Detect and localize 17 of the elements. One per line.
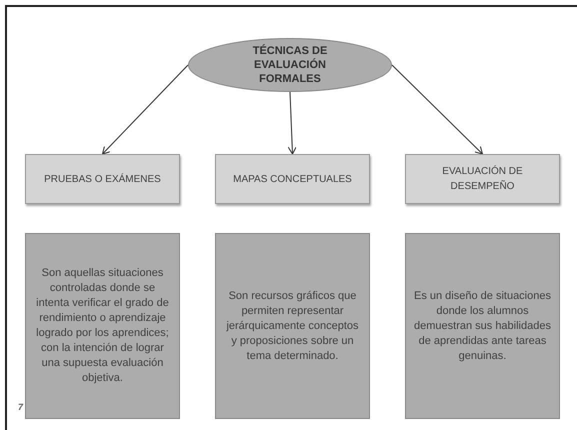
description-box [25, 233, 180, 419]
node-text: MAPAS CONCEPTUALES [233, 172, 352, 186]
node-text: TÉCNICAS DE EVALUACIÓN FORMALES [252, 44, 328, 86]
node-text: PRUEBAS O EXÁMENES [44, 172, 161, 186]
node-text: EVALUACIÓN DE DESEMPEÑO [441, 164, 524, 194]
page-number: 7 [18, 401, 24, 414]
description-box [405, 233, 560, 419]
node-text: Son aquellas situaciones controladas donde se intenta verificar el grado de rendimiento o aprendizaje logrado por los aprendices; con la intención de lograr una supuesta evaluación objetiva. [35, 266, 170, 386]
node-text: Son recursos gráficos que permiten representar jerárquicamente conceptos y proposiciones sobre un tema determinado. [225, 288, 360, 364]
arrow [392, 64, 483, 154]
node-text: Es un diseño de situaciones donde los alumnos demuestran sus habilidades de aprendidas ante tareas genuinas. [414, 288, 551, 364]
arrow [288, 92, 297, 154]
category-box [25, 154, 180, 204]
category-box [215, 154, 370, 204]
category-box [405, 154, 560, 204]
arrow [102, 64, 188, 154]
description-box [215, 233, 370, 419]
